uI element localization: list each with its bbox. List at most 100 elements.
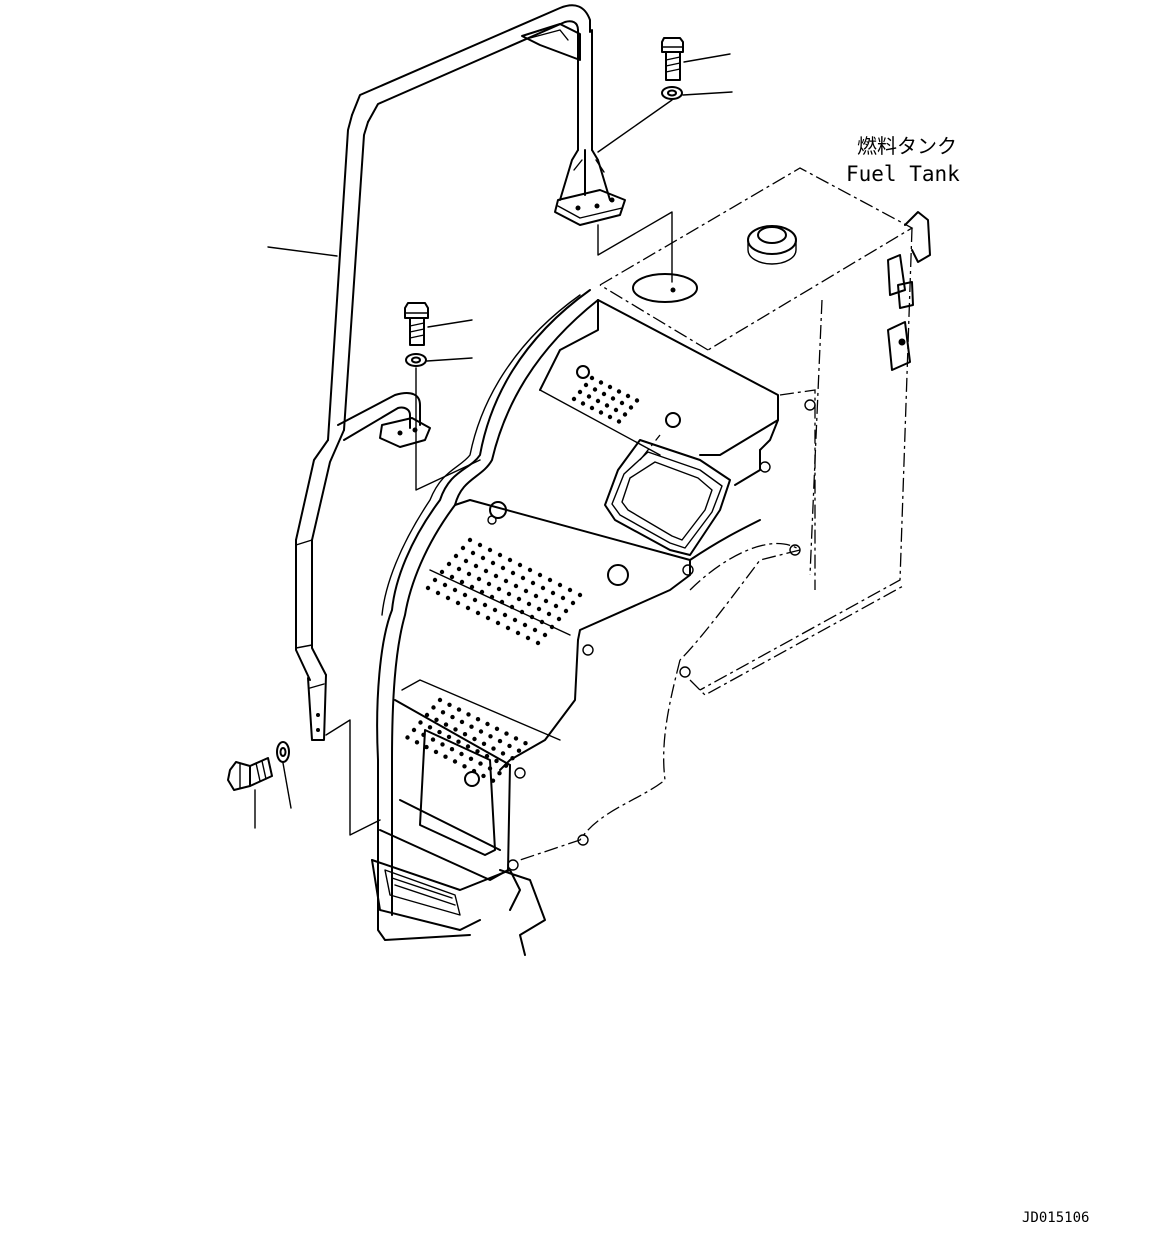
perforation-dot [485, 615, 491, 621]
perforation-dot [567, 587, 573, 593]
perforation-dot [529, 614, 535, 620]
perforation-dot [466, 571, 472, 577]
perforation-dot [414, 740, 420, 745]
perforation-dot [453, 553, 459, 559]
perforation-dot [526, 601, 532, 607]
perforation-dot [532, 627, 538, 633]
perforation-dot [475, 749, 480, 754]
perforation-dot [486, 581, 492, 587]
perforation-dot [504, 731, 509, 736]
perforation-dot [437, 697, 443, 703]
perforation-dot [522, 622, 528, 628]
perforation-dot [470, 550, 476, 556]
perforation-dot [453, 727, 458, 732]
perforation-dot [466, 712, 471, 717]
perforation-dot [440, 710, 446, 715]
perforation-dot [492, 607, 498, 613]
perforation-dot [456, 739, 461, 744]
perforation-dot [459, 751, 464, 757]
perforation-dot [471, 768, 477, 774]
perforation-dot [446, 734, 452, 740]
perforation-dot [497, 552, 503, 558]
perforation-dot [427, 725, 433, 730]
perforation-dot [595, 398, 601, 404]
perforation-dot [542, 632, 548, 638]
perforation-dot [481, 741, 487, 746]
bolt-bottom [227, 757, 273, 791]
perforation-dot [613, 407, 619, 413]
handrail [295, 4, 626, 741]
perforation-dot [560, 595, 566, 601]
perforation-dot [493, 573, 499, 579]
perforation-dot [506, 591, 512, 597]
perforation-dot [468, 756, 474, 761]
perforation-dot [539, 619, 545, 625]
perforation-dot [523, 741, 528, 746]
perforation-dot [431, 705, 436, 710]
perforation-dot [619, 400, 625, 406]
washer-top [661, 86, 683, 100]
perforation-dot [452, 587, 458, 593]
perforation-dot [449, 747, 455, 752]
perforation-dot [434, 717, 439, 722]
perforation-dot [516, 748, 522, 753]
perforation-dot [515, 630, 521, 636]
perforation-dot [502, 612, 508, 618]
perforation-dot [490, 560, 496, 566]
step-cover [371, 289, 816, 956]
perforation-dot [467, 537, 473, 543]
perforation-dot [495, 620, 501, 626]
perforation-dot [589, 405, 595, 411]
perforation-dot [487, 547, 493, 553]
perforation-dot [455, 600, 461, 606]
perforation-dot [494, 726, 500, 731]
perforation-dot [598, 380, 604, 385]
perforation-dot [489, 594, 495, 600]
washer-bottom [276, 741, 290, 763]
perforation-dot [442, 582, 448, 588]
perforation-dot [491, 746, 496, 751]
perforation-dot [440, 742, 445, 747]
perforation-dot [523, 588, 529, 594]
perforation-dot [478, 729, 484, 734]
perforation-dot [610, 396, 616, 401]
perforation-dot [556, 616, 562, 622]
washer-middle [405, 353, 427, 367]
perforation-dot [465, 744, 471, 749]
perforation-dot [421, 732, 426, 737]
perforation-dot [446, 561, 452, 567]
perforation-dot [456, 707, 462, 712]
perforation-dot [583, 382, 589, 388]
perforation-dot [462, 764, 467, 769]
perforation-dot [487, 766, 493, 771]
perforation-dot [480, 555, 486, 561]
perforation-dot [625, 393, 631, 399]
tank-mount-pad [632, 273, 698, 303]
perforation-dot [500, 565, 506, 571]
perforation-dot [452, 759, 458, 764]
perforation-dot [459, 719, 465, 725]
perforation-dot [418, 720, 423, 725]
perforation-dot [450, 714, 455, 720]
bolt-top [661, 37, 684, 81]
perforation-dot [481, 773, 486, 779]
perforation-dot [424, 744, 429, 750]
perforation-dot [479, 589, 485, 595]
perforation-dot [449, 574, 455, 580]
perforation-dot [500, 751, 506, 756]
perforation-dot [570, 600, 576, 606]
perforation-dot [549, 624, 555, 630]
perforation-dot [509, 604, 515, 610]
perforation-dot [465, 605, 471, 611]
perforation-dot [499, 599, 505, 605]
perforation-dot [592, 387, 598, 392]
fuel-tank-label-jp: 燃料タンク [857, 134, 957, 158]
perforation-dot [435, 590, 441, 596]
perforation-dot [616, 419, 622, 424]
leader-lines [254, 53, 733, 836]
perforation-dot [485, 721, 490, 727]
perforation-dot [589, 375, 595, 381]
perforation-dot [443, 722, 449, 727]
